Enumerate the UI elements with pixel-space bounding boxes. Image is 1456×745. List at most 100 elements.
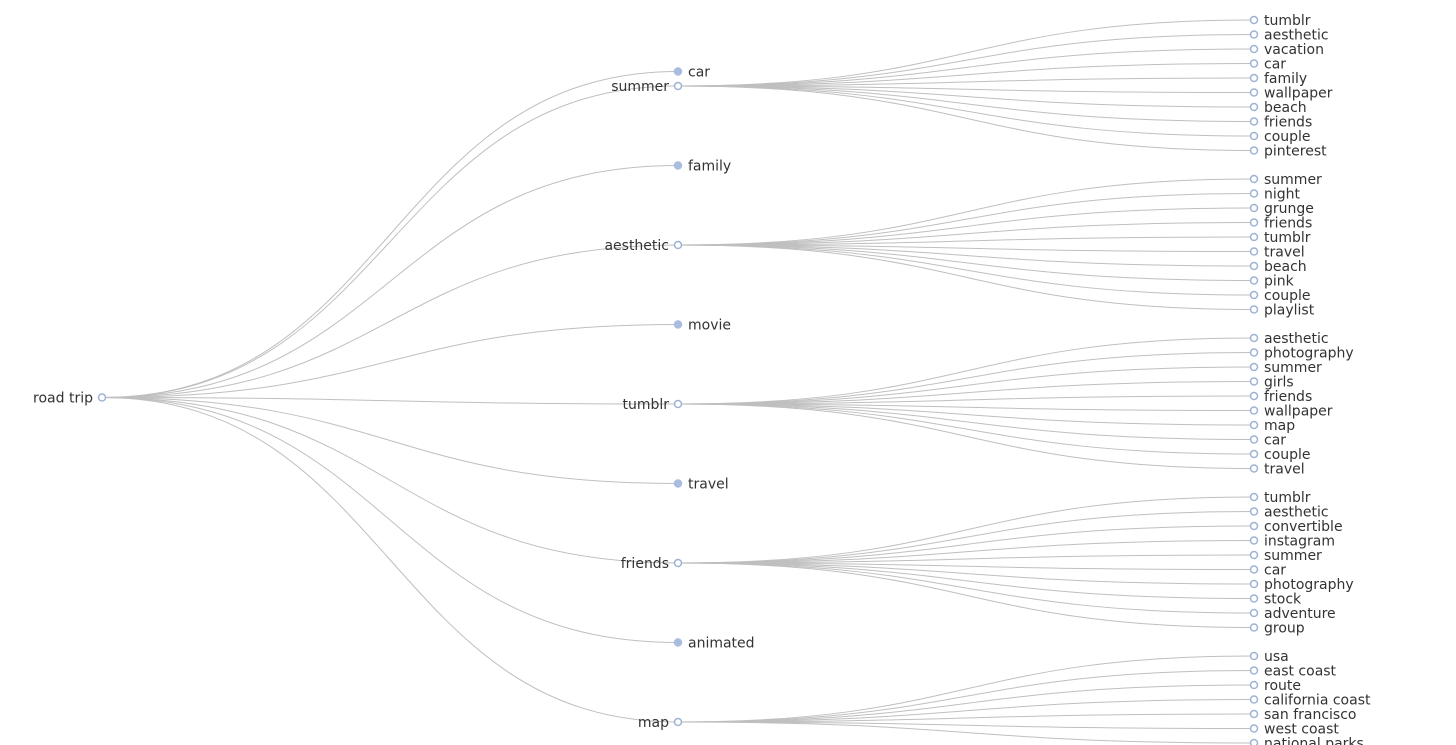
node-friends-adventure[interactable]: adventure xyxy=(1249,606,1336,622)
node-friends-stock-marker[interactable] xyxy=(1249,594,1259,603)
node-root-road-trip[interactable]: road trip xyxy=(33,391,107,407)
node-friends-convertible-marker[interactable] xyxy=(1249,521,1259,531)
node-summer-family[interactable]: family xyxy=(1249,71,1308,87)
node-summer-wallpaper-marker[interactable] xyxy=(1249,88,1259,97)
node-summer-family-marker[interactable] xyxy=(1249,73,1259,83)
node-friends-aesthetic-marker[interactable] xyxy=(1249,507,1259,516)
node-summer-car[interactable]: car xyxy=(1249,57,1287,73)
node-tumblr-couple[interactable]: couple xyxy=(1249,447,1311,463)
node-friends-photography-marker[interactable] xyxy=(1249,579,1259,589)
node-summer-aesthetic-marker[interactable] xyxy=(1249,30,1259,39)
node-family[interactable]: family xyxy=(673,159,732,175)
node-map-national-parks-marker[interactable] xyxy=(1249,738,1259,745)
node-map[interactable]: map xyxy=(638,715,683,731)
node-aesthetic-tumblr[interactable]: tumblr xyxy=(1249,230,1311,246)
node-animated[interactable]: animated xyxy=(673,636,755,652)
node-summer-marker[interactable] xyxy=(673,81,683,91)
node-summer-beach-marker[interactable] xyxy=(1249,102,1259,112)
node-summer-beach[interactable]: beach xyxy=(1249,100,1307,116)
node-tumblr-map[interactable]: map xyxy=(1249,418,1296,434)
node-tumblr-summer[interactable]: summer xyxy=(1249,360,1323,376)
node-aesthetic-couple[interactable]: couple xyxy=(1249,288,1311,304)
node-summer-tumblr-marker[interactable] xyxy=(1249,15,1259,25)
node-summer-friends[interactable]: friends xyxy=(1249,115,1313,131)
node-tumblr-travel-marker[interactable] xyxy=(1249,464,1259,473)
node-summer[interactable]: summer xyxy=(611,79,683,95)
node-tumblr-map-marker[interactable] xyxy=(1249,420,1259,430)
node-summer-pinterest-marker[interactable] xyxy=(1249,146,1259,155)
node-map-usa[interactable]: usa xyxy=(1249,649,1289,665)
node-friends-photography[interactable]: photography xyxy=(1249,577,1354,593)
node-map-west-coast[interactable]: west coast xyxy=(1249,722,1340,738)
node-tumblr-marker[interactable] xyxy=(673,399,683,409)
node-friends-adventure-marker[interactable] xyxy=(1249,608,1259,618)
node-tumblr-friends-marker[interactable] xyxy=(1249,391,1259,401)
node-family-marker[interactable] xyxy=(673,161,683,170)
node-aesthetic-playlist-marker[interactable] xyxy=(1249,305,1259,314)
node-tumblr-car[interactable]: car xyxy=(1249,433,1287,449)
node-map-west-coast-marker[interactable] xyxy=(1249,724,1259,733)
node-aesthetic-night-marker[interactable] xyxy=(1249,189,1259,198)
node-movie[interactable]: movie xyxy=(673,318,732,334)
node-aesthetic-tumblr-marker[interactable] xyxy=(1249,232,1259,242)
node-aesthetic[interactable]: aesthetic xyxy=(604,238,683,254)
node-map-san-francisco[interactable]: san francisco xyxy=(1249,707,1357,723)
node-friends-stock[interactable]: stock xyxy=(1249,592,1303,608)
node-tumblr-summer-marker[interactable] xyxy=(1249,362,1259,372)
node-map-california-coast-marker[interactable] xyxy=(1249,695,1259,704)
node-aesthetic-beach-marker[interactable] xyxy=(1249,261,1259,271)
node-tumblr-couple-marker[interactable] xyxy=(1249,449,1259,459)
node-tumblr-wallpaper[interactable]: wallpaper xyxy=(1249,404,1333,420)
node-friends-tumblr[interactable]: tumblr xyxy=(1249,490,1311,506)
node-aesthetic-pink[interactable]: pink xyxy=(1249,274,1295,290)
node-friends-marker[interactable] xyxy=(673,558,683,568)
node-root-road-trip-marker[interactable] xyxy=(97,393,107,402)
node-summer-tumblr[interactable]: tumblr xyxy=(1249,13,1311,29)
node-summer-vacation[interactable]: vacation xyxy=(1249,42,1324,58)
node-map-san-francisco-marker[interactable] xyxy=(1249,709,1259,719)
node-map-route-marker[interactable] xyxy=(1249,680,1259,690)
node-aesthetic-travel-marker[interactable] xyxy=(1249,247,1259,256)
node-car-marker[interactable] xyxy=(673,67,683,76)
node-tumblr-aesthetic-marker[interactable] xyxy=(1249,333,1259,343)
node-aesthetic-playlist[interactable]: playlist xyxy=(1249,303,1315,319)
node-friends-summer[interactable]: summer xyxy=(1249,548,1323,564)
node-summer-pinterest[interactable]: pinterest xyxy=(1249,144,1328,160)
node-tumblr-girls[interactable]: girls xyxy=(1249,375,1294,391)
node-aesthetic-beach[interactable]: beach xyxy=(1249,259,1307,275)
node-friends-convertible[interactable]: convertible xyxy=(1249,519,1343,535)
node-friends-car[interactable]: car xyxy=(1249,563,1287,579)
node-map-east-coast-marker[interactable] xyxy=(1249,666,1259,675)
node-travel-marker[interactable] xyxy=(673,479,683,488)
node-aesthetic-grunge[interactable]: grunge xyxy=(1249,201,1314,217)
node-friends-instagram-marker[interactable] xyxy=(1249,536,1259,545)
node-aesthetic-couple-marker[interactable] xyxy=(1249,290,1259,300)
node-tumblr-wallpaper-marker[interactable] xyxy=(1249,406,1259,415)
node-aesthetic-friends[interactable]: friends xyxy=(1249,216,1313,232)
node-tumblr-girls-marker[interactable] xyxy=(1249,377,1259,386)
node-tumblr-car-marker[interactable] xyxy=(1249,435,1259,444)
node-aesthetic-marker[interactable] xyxy=(673,240,683,250)
node-summer-friends-marker[interactable] xyxy=(1249,117,1259,126)
node-aesthetic-summer-marker[interactable] xyxy=(1249,174,1259,184)
node-summer-car-marker[interactable] xyxy=(1249,59,1259,68)
node-summer-aesthetic[interactable]: aesthetic xyxy=(1249,28,1329,44)
node-animated-marker[interactable] xyxy=(673,638,683,647)
node-summer-wallpaper[interactable]: wallpaper xyxy=(1249,86,1333,102)
node-summer-vacation-marker[interactable] xyxy=(1249,44,1259,54)
node-tumblr-photography-marker[interactable] xyxy=(1249,348,1259,357)
node-aesthetic-night[interactable]: night xyxy=(1249,187,1301,203)
node-tumblr-friends[interactable]: friends xyxy=(1249,389,1313,405)
node-aesthetic-summer[interactable]: summer xyxy=(1249,172,1323,188)
node-tumblr-travel[interactable]: travel xyxy=(1249,462,1305,478)
node-friends-group-marker[interactable] xyxy=(1249,623,1259,632)
node-movie-marker[interactable] xyxy=(673,320,683,329)
node-map-national-parks[interactable]: national parks xyxy=(1249,736,1364,745)
node-tumblr[interactable]: tumblr xyxy=(622,397,683,413)
node-aesthetic-grunge-marker[interactable] xyxy=(1249,203,1259,213)
node-map-route[interactable]: route xyxy=(1249,678,1302,694)
node-summer-couple-marker[interactable] xyxy=(1249,131,1259,141)
node-aesthetic-travel[interactable]: travel xyxy=(1249,245,1305,261)
node-map-marker[interactable] xyxy=(673,717,683,727)
node-travel[interactable]: travel xyxy=(673,477,729,493)
